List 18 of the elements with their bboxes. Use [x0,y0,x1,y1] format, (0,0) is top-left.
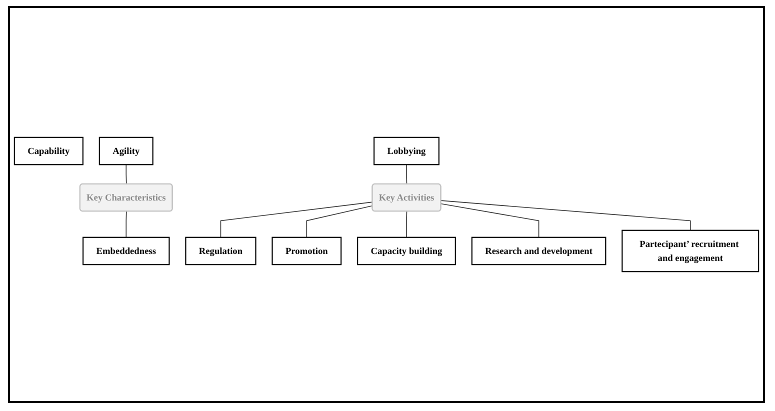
node-box [272,236,342,266]
node-box [14,136,84,166]
diagram-frame: Capability Agility Key Characteristics Embeddedness Lobbying Key Activities Regulation Promotion Capacity building Research and development Partecipant’ recruitment and engagement [8,6,765,403]
connector [406,164,408,185]
node-box [357,236,456,266]
connector [306,205,373,238]
node-box [471,236,606,266]
node-box [185,236,256,266]
node-box [622,230,760,272]
connector [126,210,127,238]
connector [440,200,691,231]
connector [126,164,127,185]
node-box [98,136,154,166]
node-box [82,236,170,266]
connector [440,203,540,238]
connector [406,210,408,238]
node-box [374,136,440,166]
connector [220,202,373,238]
